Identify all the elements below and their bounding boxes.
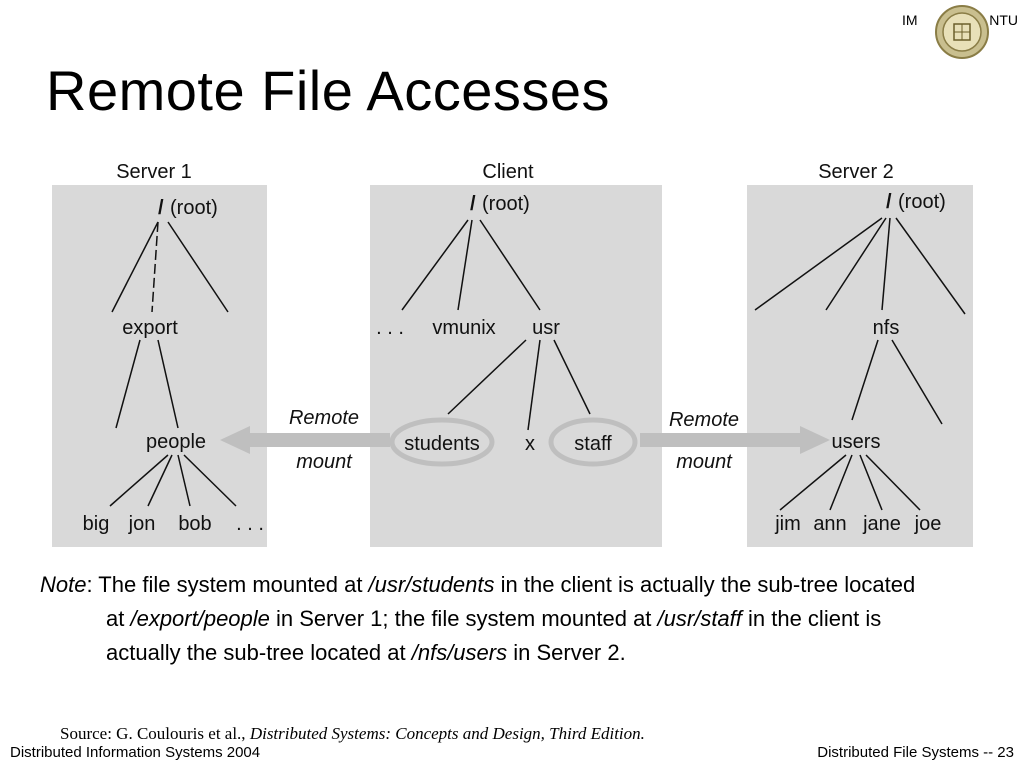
note-text: actually the sub-tree located at — [106, 640, 412, 665]
client-heading: Client — [482, 161, 534, 183]
client-students: students — [404, 433, 480, 455]
server2-users: users — [832, 431, 881, 453]
ntu-label: NTU — [989, 12, 1018, 28]
server1-leaf-jon: jon — [128, 513, 156, 535]
remote-mount-diagram: Server 1 Client Server 2 / (root) export… — [40, 150, 990, 560]
server1-tree: / (root) export people big jon bob . . . — [83, 197, 264, 535]
im-label: IM — [902, 12, 918, 28]
right-mount-arrow — [640, 426, 830, 454]
source-citation: Source: G. Coulouris et al., Distributed… — [60, 724, 645, 744]
source-prefix: Source: G. Coulouris et al., — [60, 724, 250, 743]
note-path-nfs-users: /nfs/users — [411, 640, 508, 665]
right-mount-label-2: mount — [676, 451, 733, 473]
client-staff: staff — [574, 433, 612, 455]
note-text: at — [106, 606, 131, 631]
note-line-1: Note: The file system mounted at /usr/st… — [40, 568, 1000, 602]
footer-course: Distributed Information Systems 2004 — [10, 744, 261, 761]
note-text: : The file system mounted at — [86, 572, 369, 597]
server2-leaf-jane: jane — [862, 513, 901, 535]
server1-heading: Server 1 — [116, 161, 192, 183]
server1-export: export — [122, 317, 178, 339]
server2-tree: / (root) nfs users jim ann jane joe — [754, 191, 966, 535]
left-mount-label-2: mount — [296, 451, 353, 473]
note-text: in the client is — [741, 606, 882, 631]
client-root-label: (root) — [482, 193, 530, 215]
server1-root-label: (root) — [170, 197, 218, 219]
server2-leaf-ann: ann — [813, 513, 846, 535]
header-branding: IM NTU — [898, 4, 1018, 60]
staff-mount-ring — [548, 417, 638, 467]
server1-leaf-dots: . . . — [236, 513, 264, 535]
server2-root-label: (root) — [898, 191, 946, 213]
server2-root-slash: / — [886, 191, 892, 213]
note-path-staff: /usr/staff — [657, 606, 742, 631]
client-x: x — [525, 433, 535, 455]
server1-leaf-bob: bob — [178, 513, 211, 535]
server2-panel — [747, 185, 973, 547]
diagram-svg: Server 1 Client Server 2 / (root) export… — [52, 161, 973, 547]
server1-root-slash: / — [158, 197, 164, 219]
client-usr: usr — [532, 317, 560, 339]
note-text: in Server 2. — [507, 640, 626, 665]
client-root-slash: / — [470, 193, 476, 215]
note-line-2: at /export/people in Server 1; the file … — [40, 602, 1000, 636]
note-label: Note — [40, 572, 87, 597]
server1-people: people — [146, 431, 206, 453]
right-mount-label-1: Remote — [669, 409, 739, 431]
note-text: in Server 1; the file system mounted at — [269, 606, 658, 631]
students-mount-ring — [389, 417, 495, 467]
ntu-seal-logo — [935, 5, 989, 59]
client-panel — [370, 185, 662, 547]
source-book-title: Distributed Systems: Concepts and Design… — [249, 724, 645, 743]
note-text: in the client is actually the sub-tree l… — [494, 572, 916, 597]
client-vmunix: vmunix — [432, 317, 495, 339]
client-tree: / (root) . . . vmunix usr students x sta… — [376, 193, 638, 467]
client-dots: . . . — [376, 317, 404, 339]
footer-slide-number: Distributed File Systems -- 23 — [817, 744, 1014, 761]
note-path-students: /usr/students — [368, 572, 495, 597]
note-path-export-people: /export/people — [130, 606, 270, 631]
server1-leaf-big: big — [83, 513, 110, 535]
note-line-3: actually the sub-tree located at /nfs/us… — [40, 636, 1000, 670]
server2-nfs: nfs — [873, 317, 900, 339]
slide-title: Remote File Accesses — [46, 59, 610, 122]
left-mount-arrow — [220, 426, 390, 454]
server2-leaf-jim: jim — [774, 513, 801, 535]
server2-heading: Server 2 — [818, 161, 894, 183]
left-mount-label-1: Remote — [289, 407, 359, 429]
server1-panel — [52, 185, 267, 547]
note-paragraph: Note: The file system mounted at /usr/st… — [40, 568, 1000, 670]
server2-leaf-joe: joe — [914, 513, 942, 535]
